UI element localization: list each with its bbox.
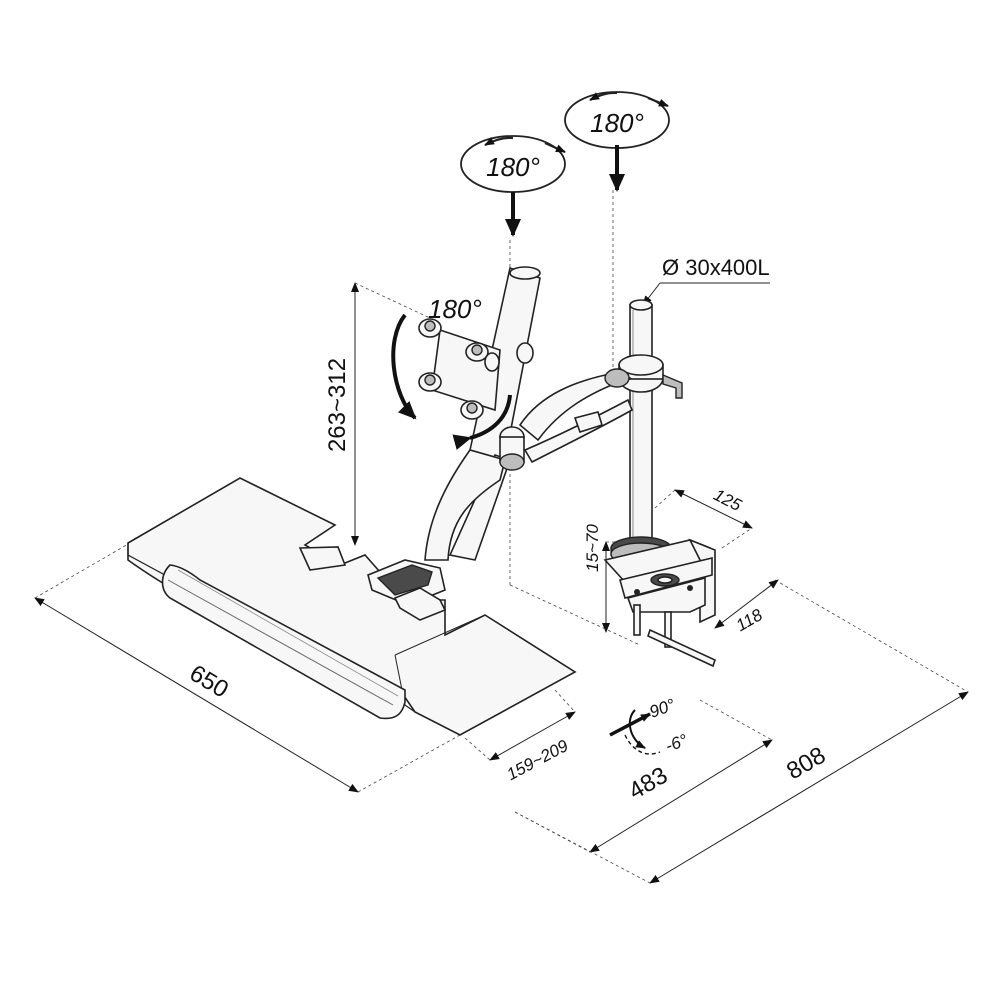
dim-650-label: 650	[185, 660, 233, 704]
wrist-rest	[161, 564, 406, 720]
spec-callout: Ø 30x400L	[642, 255, 770, 306]
spec-label: Ø 30x400L	[662, 255, 770, 280]
dim-height-range: 263~312	[324, 282, 431, 546]
rotation-top-right-label: 180°	[590, 108, 644, 138]
rotation-top-left-label: 180°	[486, 152, 540, 182]
dim-clamp-range: 15~70	[583, 524, 622, 633]
pole-collar	[618, 354, 683, 399]
vesa-knob-1	[418, 318, 442, 338]
vesa-knob-4	[460, 400, 484, 420]
vesa-plate	[418, 318, 534, 420]
dim-118-label: 118	[733, 605, 766, 635]
dim-reach-short: 483	[514, 699, 773, 853]
dim-clamp-range-label: 15~70	[583, 524, 602, 572]
rotation-monitor-label: 180°	[428, 294, 482, 324]
tilt-down-label: -6°	[663, 730, 690, 755]
rotation-monitor: 180°	[391, 294, 512, 450]
mid-joint	[499, 426, 525, 471]
rotation-top-right: 180°	[564, 91, 670, 192]
vesa-knob-2	[465, 342, 489, 362]
pole	[629, 299, 653, 554]
vesa-knob-3	[418, 372, 442, 392]
dim-clamp-width: 118	[714, 579, 779, 635]
desk-clamp	[603, 536, 716, 668]
dim-height-label: 263~312	[324, 358, 351, 452]
arm-base-mount	[367, 559, 447, 621]
tilt-up-label: 90°	[647, 695, 678, 722]
dim-125-label: 125	[711, 485, 745, 515]
dim-clamp-depth: 125	[654, 485, 753, 549]
axis-base	[509, 584, 641, 646]
dim-483-label: 483	[624, 762, 672, 805]
tilt-indicator: 90° -6°	[609, 695, 690, 756]
rotation-top-left: 180°	[460, 135, 566, 237]
arm-column	[424, 266, 541, 561]
upper-arm	[518, 368, 634, 464]
dim-offset-label: 159~209	[504, 736, 572, 784]
